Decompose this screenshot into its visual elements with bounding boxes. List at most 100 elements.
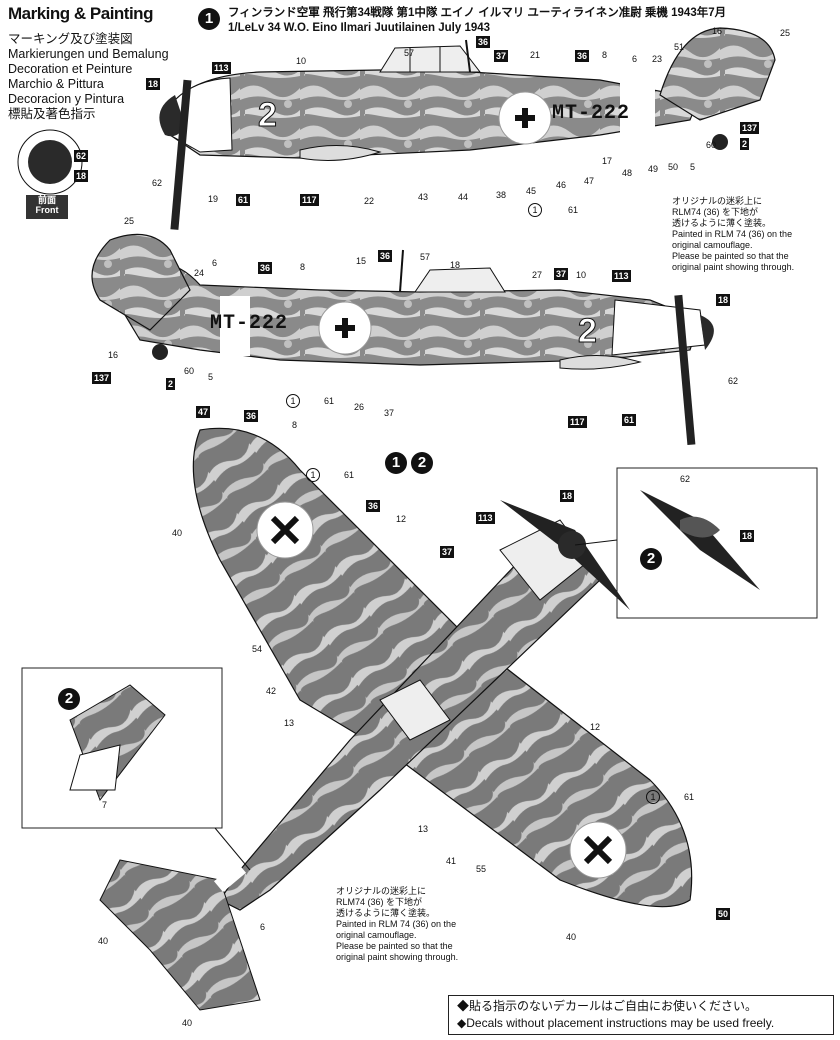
callout: 40 — [98, 936, 109, 946]
language-title-jp: マーキング及び塗装図 — [8, 32, 133, 46]
callout-box: 36 — [258, 262, 273, 274]
callout: 61 — [344, 470, 355, 480]
callout: 8 — [292, 420, 298, 430]
callout-circle: 1 — [528, 203, 542, 217]
callout: 25 — [124, 216, 135, 226]
callout: 50 — [668, 162, 679, 172]
callout-box: 113 — [476, 512, 495, 524]
fuselage-code-left: MT-222 — [552, 102, 631, 125]
inset-frame-spinner — [616, 467, 818, 619]
scheme-heading-en: 1/LeLv 34 W.O. Eino Ilmari Juutilainen J… — [228, 22, 491, 34]
callout: 10 — [296, 56, 307, 66]
callout-box: 113 — [212, 62, 231, 74]
callout: 54 — [252, 644, 263, 654]
callout-circle: 1 — [306, 468, 320, 482]
callout: 15 — [356, 256, 367, 266]
callout: 37 — [384, 408, 395, 418]
language-title-es: Decoracion y Pintura — [8, 92, 125, 106]
callout: 8 — [300, 262, 306, 272]
inset-frame-fuselage — [21, 667, 223, 829]
callout-box: 62 — [74, 150, 89, 162]
callout-box: 61 — [236, 194, 251, 206]
callout-box: 117 — [300, 194, 319, 206]
callout: 48 — [622, 168, 633, 178]
callout: 18 — [450, 260, 461, 270]
callout: 38 — [496, 190, 507, 200]
language-title-fr: Decoration et Peinture — [8, 62, 133, 76]
callout: 13 — [284, 718, 295, 728]
callout: 6 — [212, 258, 218, 268]
scheme-heading-jp: フィンランド空軍 飛行第34戦隊 第1中隊 エイノ イルマリ ユーティライネン准… — [228, 7, 727, 19]
callout: 61 — [684, 792, 695, 802]
callout-box: 113 — [612, 270, 631, 282]
callout: 46 — [556, 180, 567, 190]
callout: 47 — [584, 176, 595, 186]
views-badge-1: 1 — [385, 452, 407, 474]
callout-box: 137 — [740, 122, 760, 134]
callout-circle: 1 — [646, 790, 660, 804]
side-view-left — [17, 27, 776, 230]
callout: 19 — [208, 194, 219, 204]
callout: 45 — [526, 186, 537, 196]
note-line: original paint showing through. — [672, 262, 795, 272]
callout: 60 — [184, 366, 195, 376]
callout: 12 — [396, 514, 407, 524]
callout: 62 — [680, 474, 691, 484]
callout-box: 18 — [74, 170, 89, 182]
callout: 12 — [590, 722, 601, 732]
callout-box: 36 — [476, 36, 491, 48]
callout: 41 — [446, 856, 457, 866]
callout: 62 — [728, 376, 739, 386]
callout-box: 2 — [740, 138, 750, 150]
callout: 27 — [532, 270, 543, 280]
language-title-de: Markierungen und Bemalung — [8, 47, 169, 61]
note-line: RLM74 (36) を下地が — [672, 207, 759, 217]
callout: 25 — [780, 28, 791, 38]
callout: 43 — [418, 192, 429, 202]
callout: 5 — [690, 162, 696, 172]
callout: 57 — [404, 48, 415, 58]
paint-note-plan: オリジナルの迷彩上に RLM74 (36) を下地が 透けるように薄く塗装。 P… — [336, 886, 506, 963]
callout: 13 — [418, 824, 429, 834]
callout: 6 — [632, 54, 638, 64]
callout: 44 — [458, 192, 469, 202]
side-number-right: 2 — [578, 312, 598, 351]
callout: 40 — [182, 1018, 193, 1028]
plan-view — [99, 427, 693, 1011]
callout: 40 — [566, 932, 577, 942]
callout: 40 — [172, 528, 183, 538]
note-line: オリジナルの迷彩上に — [672, 196, 763, 206]
callout: 61 — [324, 396, 335, 406]
callout: 5 — [208, 372, 214, 382]
callout: 8 — [602, 50, 608, 60]
side-view-right — [91, 233, 714, 446]
callout: 26 — [354, 402, 365, 412]
callout-box: 37 — [554, 268, 569, 280]
footer-text-en: ◆Decals without placement instructions m… — [457, 1016, 775, 1030]
callout-box: 50 — [716, 908, 731, 920]
callout-box: 36 — [378, 250, 393, 262]
language-title-it: Marchio & Pittura — [8, 77, 104, 91]
note-line: Please be painted so that the — [336, 941, 453, 951]
front-label-en: Front — [35, 205, 59, 215]
callout-box: 18 — [740, 530, 755, 542]
callout: 10 — [576, 270, 587, 280]
note-line: Please be painted so that the — [672, 251, 789, 261]
callout-box: 117 — [568, 416, 587, 428]
callout-box: 18 — [560, 490, 575, 502]
views-badge-2: 2 — [411, 452, 433, 474]
callout: 55 — [476, 864, 487, 874]
callout-box: 47 — [196, 406, 211, 418]
decal-footer-note: ◆貼る指示のないデカールはご自由にお使いください。 ◆Decals withou… — [448, 995, 834, 1035]
callout: 22 — [364, 196, 375, 206]
callout-box: 18 — [716, 294, 731, 306]
callout-box: 36 — [244, 410, 259, 422]
callout: 24 — [194, 268, 205, 278]
callout-box: 137 — [92, 372, 112, 384]
callout-box: 37 — [440, 546, 455, 558]
note-line: Painted in RLM 74 (36) on the — [336, 919, 457, 929]
note-line: 透けるように薄く塗装。 — [672, 218, 772, 228]
footer-text-jp: ◆貼る指示のないデカールはご自由にお使いください。 — [457, 999, 758, 1013]
